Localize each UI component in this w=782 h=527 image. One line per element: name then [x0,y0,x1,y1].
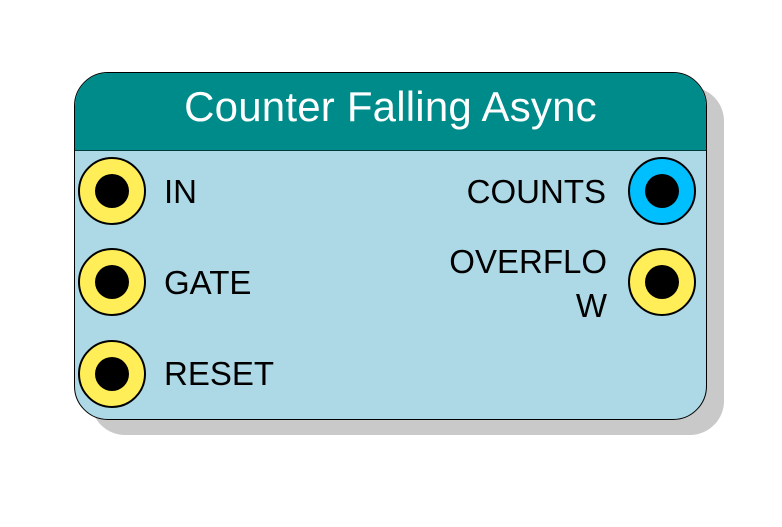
output-port-counts[interactable] [628,157,696,225]
input-label-reset: RESET [164,355,275,392]
output-label-counts: COUNTS [466,173,606,210]
input-port-in[interactable] [78,157,146,225]
input-port-reset[interactable] [78,340,146,408]
counter-block[interactable]: Counter Falling Async [74,72,707,420]
output-port-icon [645,265,679,299]
output-port-overflow[interactable] [628,248,696,316]
input-port-icon [95,174,129,208]
input-port-gate[interactable] [78,248,146,316]
input-port-icon [95,265,129,299]
block-header[interactable]: Counter Falling Async [75,73,706,151]
block-title: Counter Falling Async [184,83,597,130]
input-label-gate: GATE [164,264,252,301]
input-port-icon [95,357,129,391]
output-label-overflow: OVERFLOW [449,243,607,324]
input-label-in: IN [164,173,197,210]
output-port-icon [645,174,679,208]
